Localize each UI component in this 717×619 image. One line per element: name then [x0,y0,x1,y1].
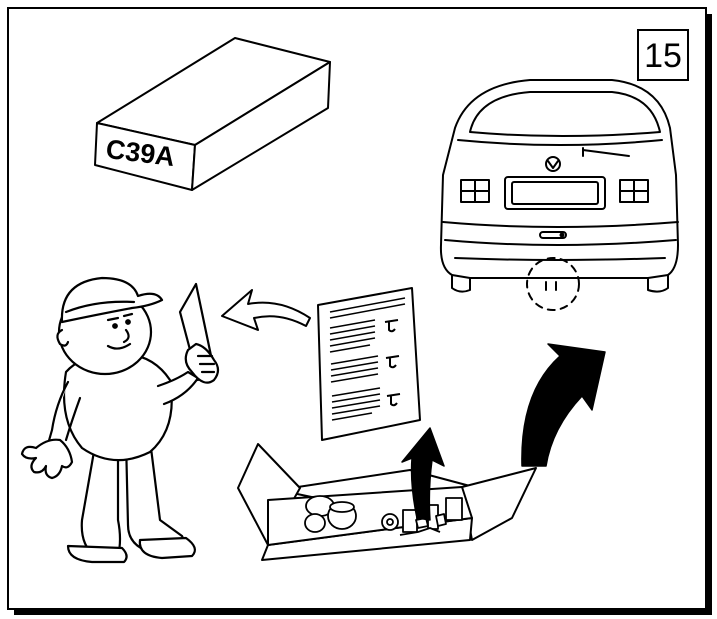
arrow-to-reader [222,290,310,330]
step-number-badge: 15 [638,30,688,80]
tow-point-highlight [527,258,579,310]
arrow-to-car [522,344,605,466]
kit-box-icon: C39A [95,38,330,190]
mechanic-reading-icon [22,278,218,562]
step-number: 15 [644,37,682,75]
car-rear-icon [441,80,678,310]
arrow-to-sheet [402,428,444,520]
instruction-sheet-icon [318,288,420,440]
